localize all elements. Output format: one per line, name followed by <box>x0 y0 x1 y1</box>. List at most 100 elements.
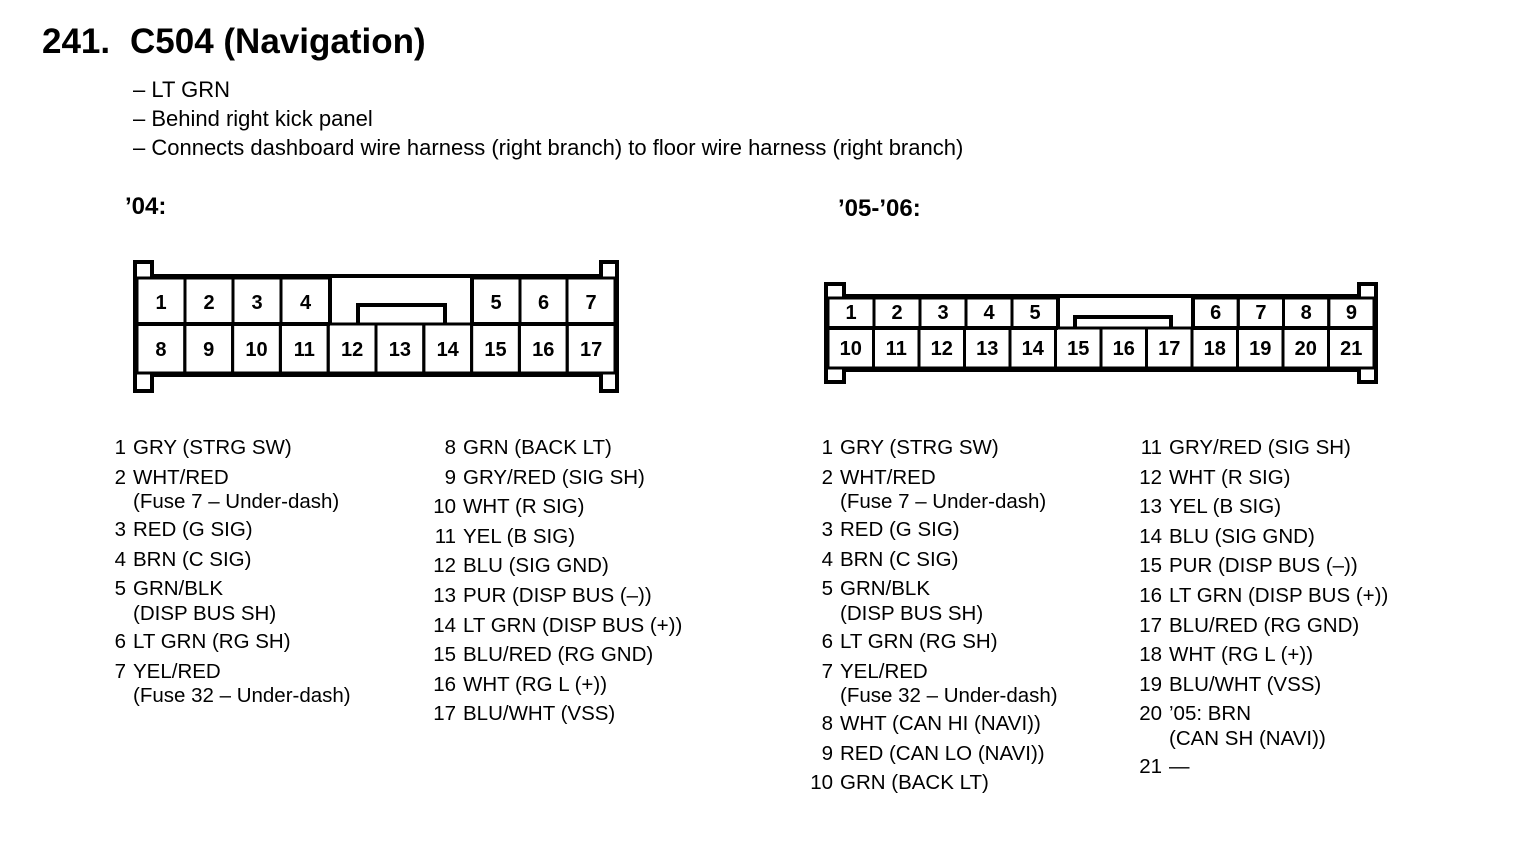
pin-number-7: 7 <box>585 292 596 314</box>
wire-color: BLU/RED (RG GND) <box>1169 613 1360 637</box>
wire-color: GRY/RED (SIG SH) <box>463 465 645 489</box>
pin-number-3: 3 <box>251 292 262 314</box>
wire-color: YEL (B SIG) <box>1169 495 1282 519</box>
pin-number: 1 <box>114 436 126 459</box>
pin-number: 19 <box>1139 672 1162 696</box>
wire-color: WHT/RED <box>840 465 936 489</box>
pin-number-6: 6 <box>1210 302 1221 324</box>
pin-row: 19 BLU/WHT (VSS) <box>1139 670 1388 700</box>
pin-number: 9 <box>444 465 456 489</box>
pin-number-4: 4 <box>983 302 995 324</box>
pin-number-7: 7 <box>1255 302 1266 324</box>
pin-number: 7 <box>821 659 833 683</box>
wire-color: GRN/BLK <box>133 577 223 601</box>
note-connects: – Connects dashboard wire harness (right… <box>133 135 964 160</box>
pin-number-2: 2 <box>891 302 902 324</box>
wire-color: GRY (STRG SW) <box>840 436 999 459</box>
pin-number-1: 1 <box>845 302 856 324</box>
pin-number: 3 <box>114 518 126 542</box>
pin-row: 1 GRY (STRG SW) <box>822 433 1058 463</box>
pin-number: 12 <box>433 554 456 578</box>
wire-note: (Fuse 32 – Under-dash) <box>133 684 351 708</box>
wire-note: (DISP BUS SH) <box>840 601 984 625</box>
pin-number-16: 16 <box>1113 338 1135 360</box>
pin-number: 6 <box>821 629 833 653</box>
wire-color: GRN (BACK LT) <box>840 771 989 795</box>
pin-number: 5 <box>114 577 126 601</box>
wire-color: GRN (BACK LT) <box>463 436 612 459</box>
wire-color: LT GRN (DISP BUS (+)) <box>463 613 683 637</box>
pin-number-16: 16 <box>532 339 554 361</box>
wire-color: LT GRN (RG SH) <box>133 629 291 653</box>
wire-color: BLU (SIG GND) <box>1169 524 1315 548</box>
pin-number: 13 <box>433 583 456 607</box>
pin-number-15: 15 <box>1067 338 1089 360</box>
wire-color: GRN/BLK <box>840 577 930 601</box>
wire-note: (Fuse 32 – Under-dash) <box>840 684 1058 708</box>
pin-number: 9 <box>821 741 833 765</box>
wire-color: BLU/WHT (VSS) <box>1169 672 1322 696</box>
pin-number: 8 <box>821 712 833 736</box>
pin-number: 8 <box>444 436 456 459</box>
pin-number: 10 <box>810 771 833 795</box>
pin-number: 18 <box>1139 643 1162 667</box>
pin-row: 4 BRN (C SIG) <box>822 545 1058 575</box>
pin-number: 4 <box>114 547 126 571</box>
wire-color: WHT (RG L (+)) <box>463 672 608 696</box>
pin-number-9: 9 <box>1346 302 1357 324</box>
pin-number-13: 13 <box>976 338 998 360</box>
pin-row: 1 GRY (STRG SW) <box>115 433 351 463</box>
pin-number: 15 <box>1139 554 1162 578</box>
pin-number: 14 <box>433 613 456 637</box>
pin-number: 1 <box>821 436 833 459</box>
pin-number: 4 <box>821 547 833 571</box>
pin-row: 20’05: BRN(CAN SH (NAVI)) <box>1139 699 1388 752</box>
connector-05-06-label: ’05-’06: <box>838 195 921 222</box>
pin-number-15: 15 <box>484 339 506 361</box>
pin-number: 16 <box>1139 583 1162 607</box>
wire-color: BRN (C SIG) <box>840 547 959 571</box>
pin-number: 6 <box>114 629 126 653</box>
pin-number-17: 17 <box>580 339 602 361</box>
pin-row: 21— <box>1139 752 1388 782</box>
pin-number-20: 20 <box>1295 338 1317 360</box>
pin-row: 10 GRN (BACK LT) <box>810 768 1058 798</box>
note-location: – Behind right kick panel <box>133 106 373 131</box>
pin-number-19: 19 <box>1249 338 1271 360</box>
pin-number-8: 8 <box>1301 302 1312 324</box>
pin-number: 2 <box>114 465 126 489</box>
wire-color: WHT (R SIG) <box>463 495 585 519</box>
pin-row: 14 LT GRN (DISP BUS (+)) <box>433 611 683 641</box>
pin-number-13: 13 <box>389 339 411 361</box>
wire-color: — <box>1169 754 1190 778</box>
pin-number-5: 5 <box>1029 302 1040 324</box>
wire-color: BRN (C SIG) <box>133 547 252 571</box>
wire-color: PUR (DISP BUS (–)) <box>463 583 652 607</box>
pin-number-1: 1 <box>155 292 166 314</box>
pin-number: 11 <box>434 524 456 548</box>
pin-number-18: 18 <box>1204 338 1226 360</box>
wire-color: GRY (STRG SW) <box>133 436 292 459</box>
wire-color: BLU/RED (RG GND) <box>463 643 654 667</box>
pin-number: 14 <box>1139 524 1162 548</box>
wire-note: (CAN SH (NAVI)) <box>1169 726 1326 750</box>
pin-row: 6 LT GRN (RG SH) <box>115 627 351 657</box>
pin-number: 12 <box>1139 465 1162 489</box>
pin-number-10: 10 <box>840 338 862 360</box>
